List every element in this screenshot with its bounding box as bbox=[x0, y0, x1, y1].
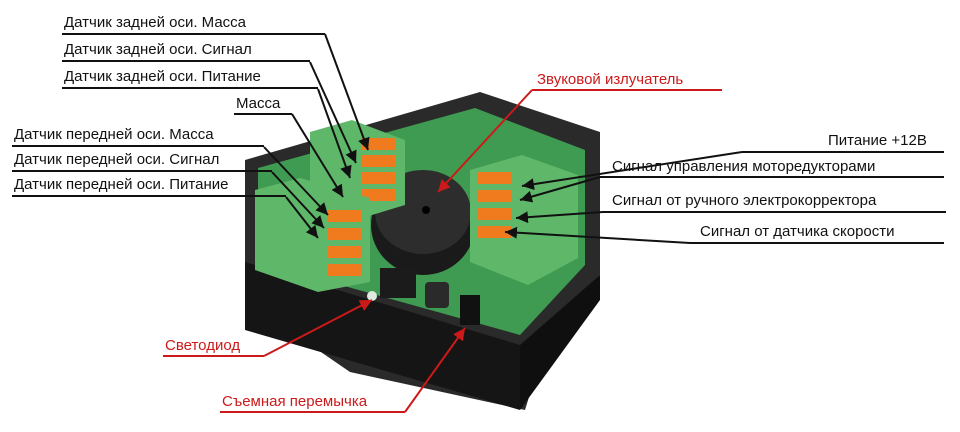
leader-power-12v bbox=[742, 151, 944, 153]
label-buzzer: Звуковой излучатель bbox=[537, 71, 684, 88]
label-rear-mass: Датчик задней оси. Масса bbox=[64, 14, 247, 31]
label-rear-power: Датчик задней оси. Питание bbox=[64, 68, 261, 85]
label-rear-signal: Датчик задней оси. Сигнал bbox=[64, 41, 252, 58]
label-mass: Масса bbox=[236, 95, 281, 112]
label-motor-signal: Сигнал управления моторедукторами bbox=[612, 158, 876, 175]
label-led: Светодиод bbox=[165, 337, 241, 354]
leader-rear-signal bbox=[62, 60, 310, 62]
label-speed-sensor: Сигнал от датчика скорости bbox=[700, 223, 895, 240]
label-manual-corrector: Сигнал от ручного электрокорректора bbox=[612, 192, 877, 209]
led bbox=[367, 291, 377, 301]
buzzer-hole bbox=[422, 206, 430, 214]
leader-front-power bbox=[12, 195, 286, 197]
leader-led bbox=[163, 355, 264, 357]
label-front-mass: Датчик передней оси. Масса bbox=[14, 126, 214, 143]
label-jumper: Съемная перемычка bbox=[222, 393, 368, 410]
leader-front-mass bbox=[12, 145, 264, 147]
leader-rear-mass bbox=[62, 33, 325, 35]
case-right-wall bbox=[520, 275, 600, 410]
leader-speed-sensor bbox=[690, 242, 944, 244]
ic-chip bbox=[380, 268, 416, 298]
label-front-power: Датчик передней оси. Питание bbox=[14, 176, 229, 193]
leader-manual-corrector bbox=[603, 211, 946, 213]
label-power-12v: Питание +12В bbox=[828, 132, 927, 149]
leader-motor-signal bbox=[600, 176, 944, 178]
leader-rear-power bbox=[62, 87, 318, 89]
label-front-signal: Датчик передней оси. Сигнал bbox=[14, 151, 220, 168]
capacitor bbox=[425, 282, 449, 308]
terminal-block-right bbox=[470, 155, 578, 285]
leader-jumper bbox=[220, 411, 405, 413]
leader-mass bbox=[234, 113, 292, 115]
leader-front-signal bbox=[12, 170, 272, 172]
jumper bbox=[460, 295, 480, 325]
leader-buzzer bbox=[532, 89, 722, 91]
